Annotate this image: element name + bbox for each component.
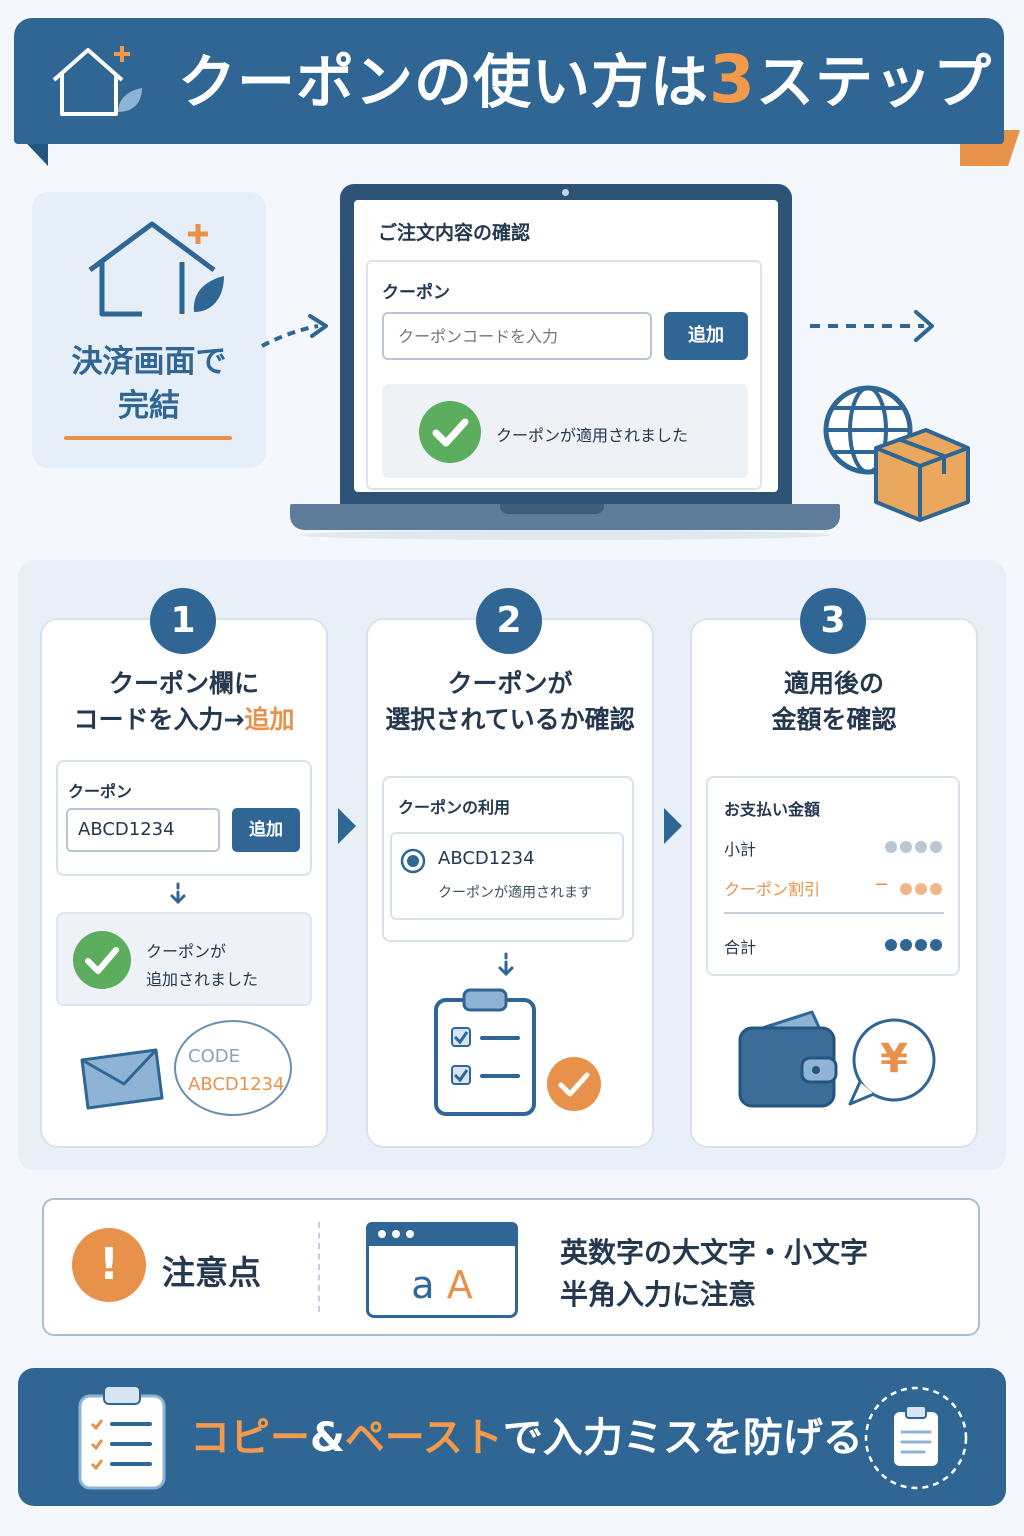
browser-dot [392,1230,400,1238]
subtotal-label: 小計 [724,840,757,859]
discount-label: クーポン割引 [724,880,821,899]
intro-underline [64,436,232,440]
globe-package-icon [823,385,970,522]
check-circle-icon [419,401,481,463]
add-coupon-button[interactable]: 追加 [664,312,748,360]
exclamation-icon: ! [72,1228,146,1302]
chevron-right-icon [664,808,682,844]
radio-selected-icon[interactable] [400,848,426,874]
case-sample: a A [411,1263,473,1307]
clipboard-icon [864,1386,968,1490]
step-2-box-label: クーポンの利用 [398,798,511,817]
browser-dot [406,1230,414,1238]
check-circle-icon [73,931,131,989]
dashed-arrow-icon [810,310,934,342]
total-label: 合計 [724,938,757,957]
discount-sign: − [874,874,890,895]
option-note: クーポンが適用されます [438,885,592,901]
dashed-arrow-icon [261,314,328,348]
browser-dot [378,1230,386,1238]
total-value [882,936,942,955]
laptop-shadow [300,530,830,540]
step-2-number: 2 [476,588,542,654]
envelope-icon [80,1048,164,1110]
applied-message: クーポンが適用されました [496,426,689,445]
code-speech-bubble [174,1020,292,1116]
yen-symbol: ¥ [880,1036,908,1082]
step-1-number: 1 [150,588,216,654]
webcam [562,189,569,196]
step-3-title: 適用後の 金額を確認 [771,669,897,734]
caution-divider [318,1222,320,1312]
footer-banner [18,1368,1006,1506]
step-1-add-button[interactable]: 追加 [232,808,300,852]
wallet-icon [738,1010,838,1108]
house-icon [52,46,142,116]
discount-value [897,880,942,899]
payment-summary-box [706,776,960,976]
step-1-added-message: クーポンが 追加されました [146,942,259,989]
payment-label: お支払い金額 [724,800,821,819]
step-1-code-input[interactable]: ABCD1234 [66,808,220,852]
caution-label: 注意点 [162,1253,261,1292]
code-bubble-label: CODE [188,1046,240,1067]
code-bubble-value: ABCD1234 [188,1074,285,1095]
clipboard-checklist-icon [434,988,601,1116]
arrow-down-icon [498,952,514,977]
subtotal-value [882,838,942,857]
step-1-coupon-label: クーポン [68,782,133,801]
arrow-down-icon [170,882,186,905]
house-icon [88,221,224,317]
chevron-right-icon [338,808,356,844]
footer-message: コピー&ペーストで入力ミスを防げる [190,1415,863,1461]
clipboard-checklist-icon [78,1385,166,1490]
step-1-title: クーポン欄に コードを入力→追加 [73,669,295,734]
coupon-label: クーポン [382,283,450,303]
browser-titlebar [366,1222,518,1246]
intro-card [32,192,266,468]
laptop-notch [500,504,604,514]
page-title: クーポンの使い方は3ステップ [178,41,992,118]
coupon-code-input[interactable] [382,312,652,360]
summary-divider [724,912,944,914]
coupon-option[interactable] [390,832,624,920]
step-2-title: クーポンが 選択されているか確認 [385,669,635,734]
order-heading: ご注文内容の確認 [378,222,531,244]
intro-text: 決済画面で 完結 [71,344,227,424]
title-banner [14,18,1004,144]
step-3-number: 3 [800,588,866,654]
caution-message: 英数字の大文字・小文字 半角入力に注意 [560,1236,869,1311]
yen-speech-bubble-icon [848,1018,936,1106]
option-code: ABCD1234 [438,848,535,869]
